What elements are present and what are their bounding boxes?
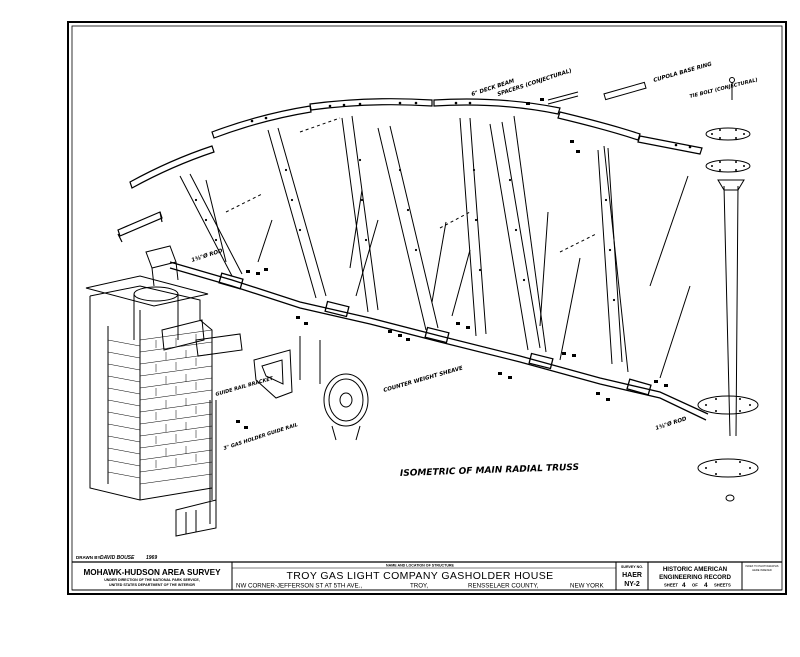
drawn-by-year: 1969 [146,555,157,561]
top-chord-segments [117,98,703,243]
tie-bolt-callout: TIE BOLT (CONJECTURAL) [689,77,758,100]
chord-splice-plates [218,272,652,396]
truss-members [179,115,691,379]
guide-rail-callout: 3" GAS HOLDER GUIDE RAIL [223,422,299,452]
brick-courses [107,329,213,485]
top-chord-rivets [250,101,692,149]
cupola-parts [547,77,735,105]
sheet-label: SHEET [664,583,678,588]
sheet-number: 4 [682,582,686,589]
sheet-total: 4 [704,582,708,589]
rod-top-callout: 1⅜"Ø ROD [190,247,223,264]
outer-border [67,21,787,595]
direction-line-1: UNDER DIRECTION OF THE NATIONAL PARK SER… [104,578,200,582]
drawn-by-name: DAVID BOUSE [100,555,135,561]
bracket-callout: GUIDE RAIL BRACKET [215,376,274,398]
direction-line-2: UNITED STATES DEPARTMENT OF THE INTERIOR [109,583,195,587]
isometric-drawing [85,77,759,537]
structure-label: NAME AND LOCATION OF STRUCTURE [386,564,454,568]
structure-name: TROY GAS LIGHT COMPANY GASHOLDER HOUSE [286,570,553,582]
location-street: NW CORNER-JEFFERSON ST AT 5TH AVE., [236,583,362,590]
sheave-callout: COUNTER WEIGHT SHEAVE [383,365,464,394]
bottom-chord [169,261,709,421]
central-post [697,127,759,502]
title-block: DRAWN BY: DAVID BOUSE 1969 MOHAWK-HUDSON… [72,555,782,591]
counter-weight-sheave-drawing [323,373,369,441]
survey-number: NY-2 [624,581,640,588]
main-caption: ISOMETRIC OF MAIN RADIAL TRUSS [400,463,579,479]
record-line-1: HISTORIC AMERICAN [663,566,728,573]
sheets-of: OF [692,583,698,588]
masonry-pier [85,245,243,501]
rod-bottom-callout: 1⅜"Ø ROD [654,415,687,432]
location-state: NEW YORK [570,583,604,590]
sheets-label: SHEETS [714,583,731,588]
location-county: RENSSELAER COUNTY, [468,583,539,590]
index-line-1: INDEX TO PHOTOGRAPHS [745,564,778,568]
guide-rail-drawing [175,400,217,537]
loose-bolts [236,98,668,429]
callout-labels: 6" DECK BEAM SPACERS (CONJECTURAL) CUPOL… [190,61,758,479]
location-city: TROY, [410,583,428,590]
index-line-2: HERE INDEXED [752,568,772,572]
bracket-drawing [253,336,321,399]
survey-no-label: SURVEY NO. [621,565,643,569]
record-line-2: ENGINEERING RECORD [659,574,731,581]
drawn-by-label: DRAWN BY: [76,555,102,560]
cupola-ring-callout: CUPOLA BASE RING [653,61,713,84]
survey-name: MOHAWK-HUDSON AREA SURVEY [83,568,221,577]
survey-code: HAER [622,572,642,579]
